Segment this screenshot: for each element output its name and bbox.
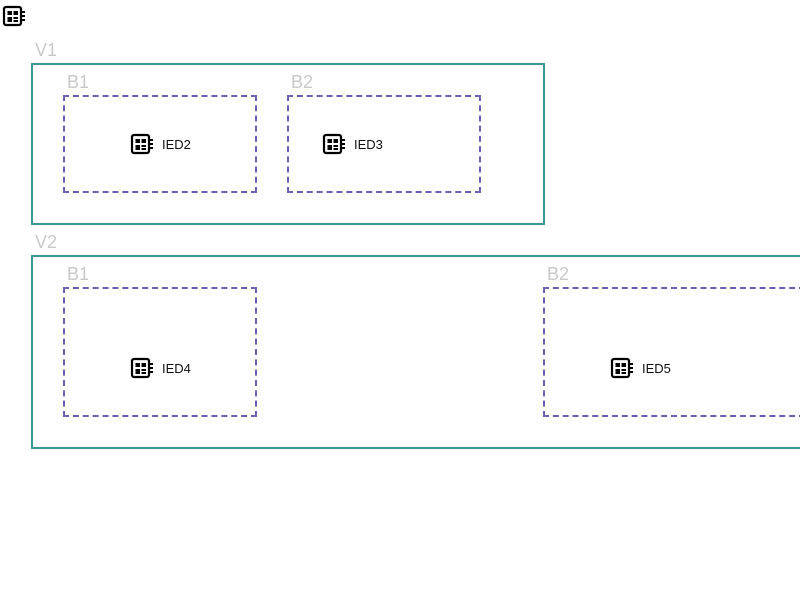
ied-ied3[interactable]: IED3 [322,132,383,156]
ied-icon[interactable] [2,4,26,28]
ied-ied4[interactable]: IED4 [130,356,191,380]
bay-v1-b2[interactable] [287,95,481,193]
voltage-label-v2: V2 [35,232,58,252]
ied-label: IED5 [642,360,671,376]
voltage-level-v1[interactable] [31,63,545,225]
ied-icon [610,356,634,380]
ied-icon [322,132,346,156]
ied-ied5[interactable]: IED5 [610,356,671,380]
ied-icon [130,356,154,380]
bay-v1-b1[interactable] [63,95,257,193]
bay-v2-b1[interactable] [63,287,257,417]
ied-icon [130,132,154,156]
bay-label-v2-b1: B1 [67,264,90,284]
bay-label-v2-b2: B2 [547,264,570,284]
ied-ied2[interactable]: IED2 [130,132,191,156]
ied-label: IED4 [162,360,191,376]
ied-label: IED2 [162,136,191,152]
voltage-level-v2[interactable] [31,255,800,449]
ied-label: IED3 [354,136,383,152]
voltage-label-v1: V1 [35,40,58,60]
bay-label-v1-b2: B2 [291,72,314,92]
bay-label-v1-b1: B1 [67,72,90,92]
bay-v2-b2[interactable] [543,287,800,417]
